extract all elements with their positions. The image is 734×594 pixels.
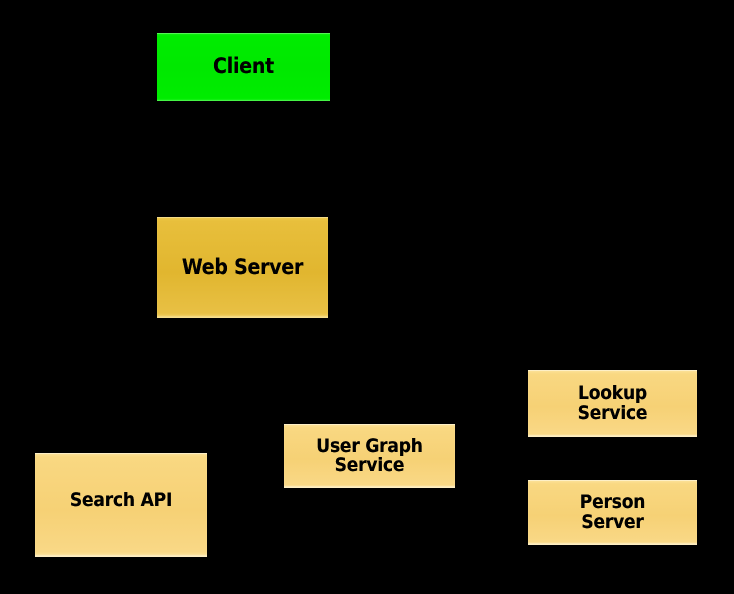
diagram-node-person-server-label: Person Server <box>579 491 646 533</box>
diagram-node-client[interactable]: Client <box>157 33 330 101</box>
diagram-node-client-label: Client <box>213 54 274 79</box>
diagram-node-web-server-label: Web Server <box>181 254 304 279</box>
diagram-node-user-graph-service-label: User Graph Service <box>316 434 423 476</box>
diagram-node-search-api-label: Search API <box>69 489 173 512</box>
diagram-node-web-server[interactable]: Web Server <box>157 217 328 318</box>
diagram-node-user-graph-service[interactable]: User Graph Service <box>284 424 455 488</box>
diagram-node-lookup-service[interactable]: Lookup Service <box>528 370 697 437</box>
diagram-node-lookup-service-label: Lookup Service <box>577 382 648 424</box>
diagram-node-search-api[interactable]: Search API <box>35 453 207 557</box>
diagram-node-person-server[interactable]: Person Server <box>528 480 697 545</box>
